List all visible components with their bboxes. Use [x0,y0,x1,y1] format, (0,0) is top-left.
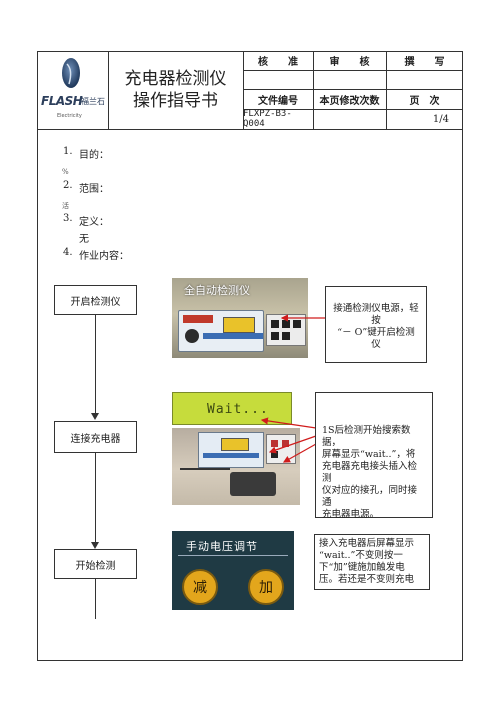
note-line: 屏幕显示“wait..”，将 [322,449,416,460]
note-start-tester: 接通检测仪电源，轻 按 “－ O”键开启检测 仪 [325,286,427,363]
note-start-test: 接入充电器后屏幕显示 “wait..”不变则按一 下“加”键施加触发电 压。若还… [314,534,430,590]
page-frame [37,51,463,661]
tester-lcd [223,317,255,333]
page-label: 页 次 [409,95,440,107]
charger-unit [230,472,276,496]
flow-arrow-down-icon [91,413,99,420]
flow-connector [95,579,96,619]
note-line: 压。若还是不变则充电 [319,574,415,585]
note-line: 按 [371,315,381,326]
section-4-number: 4. [63,247,73,258]
tester-charger-photo [172,428,300,505]
section-4-heading: 作业内容： [79,251,129,262]
flow-step-start-test: 开始检测 [54,549,137,579]
title-line-2: 操作指导书 [133,91,218,111]
flow-connector [95,315,96,413]
logo-brand-cn: 福兰石 [81,97,105,106]
callout-arrow-icon [282,443,317,463]
section-2-heading: 范围： [79,184,109,195]
document-title: 充电器检测仪 操作指导书 [108,68,243,112]
note-line: 充电器电源。 [322,509,380,520]
note-line: 仪对应的接孔，同时接通 [322,485,418,508]
plus-button-label: 加 [259,580,273,596]
lcd-wait-text: Wait... [207,402,269,417]
minus-button-label: 减 [193,580,207,596]
approve-label: 核 准 [258,57,298,68]
lcd-wait-photo: Wait... [172,392,292,425]
section-3-body: 无 [79,234,89,245]
flow-step-connect-charger: 连接充电器 [54,421,137,453]
tester-lcd [221,438,249,451]
company-logo: FLASH 福兰石 Electricity [39,54,107,128]
plus-button: 加 [248,569,284,605]
review-label: 审 核 [329,57,370,68]
section-1-number: 1. [63,146,73,157]
note-line: 接通检测仪电源，轻 [333,303,419,314]
panel-caption: 手动电压调节 [186,540,258,553]
note-line: “－ O”键开启检测 [337,327,415,338]
header-divider [386,51,387,129]
section-1-heading: 目的： [79,150,109,161]
logo-emblem-icon [62,58,80,88]
doc-number-value: FLXPZ-B3-Q004 [243,109,292,129]
revision-count-label: 本页修改次数 [319,95,380,107]
header-divider [243,70,463,71]
section-3-number: 3. [63,213,73,224]
section-2-number: 2. [63,180,73,191]
note-line: 1S后检测开始搜索数据， [322,425,411,448]
device-photo-caption: 全自动检测仪 [184,284,250,297]
header-bottom-line [37,129,463,130]
flow-arrow-down-icon [91,542,99,549]
callout-arrow-icon [268,435,317,454]
header-divider [313,51,314,129]
doc-number-label: 文件编号 [258,95,298,107]
header-divider [108,51,109,129]
note-line: “wait..”不变则按一 [319,550,403,561]
logo-brand-text: FLASH [41,94,83,108]
title-line-1: 充电器检测仪 [124,69,227,89]
section-2-stray-mark: 活 [62,202,69,210]
write-label: 撰 写 [404,57,445,68]
note-line: 仪 [371,339,381,350]
tester-unit [198,432,264,468]
tester-unit [178,310,264,352]
section-1-stray-mark: % [62,168,69,176]
note-line: 充电器充电接头插入检测 [322,461,418,484]
header-divider [243,51,244,129]
flow-step-start-tester: 开启检测仪 [54,285,137,315]
header-divider [243,89,463,90]
note-line: 接入充电器后屏幕显示 [319,538,415,549]
page-number-value: 1/4 [432,113,449,125]
note-line: 下“加”键施加触发电 [319,562,405,573]
section-3-heading: 定义： [79,217,109,228]
header-divider [243,109,463,110]
note-connect-charger: 1S后检测开始搜索数据， 屏幕显示“wait..”，将 充电器充电接头插入检测 … [315,392,433,520]
logo-tagline: Electricity [57,113,82,119]
minus-button: 减 [182,569,218,605]
voltage-panel-photo: 手动电压调节 减 加 [172,531,294,610]
callout-arrow-icon [260,417,317,429]
flow-connector [95,453,96,543]
